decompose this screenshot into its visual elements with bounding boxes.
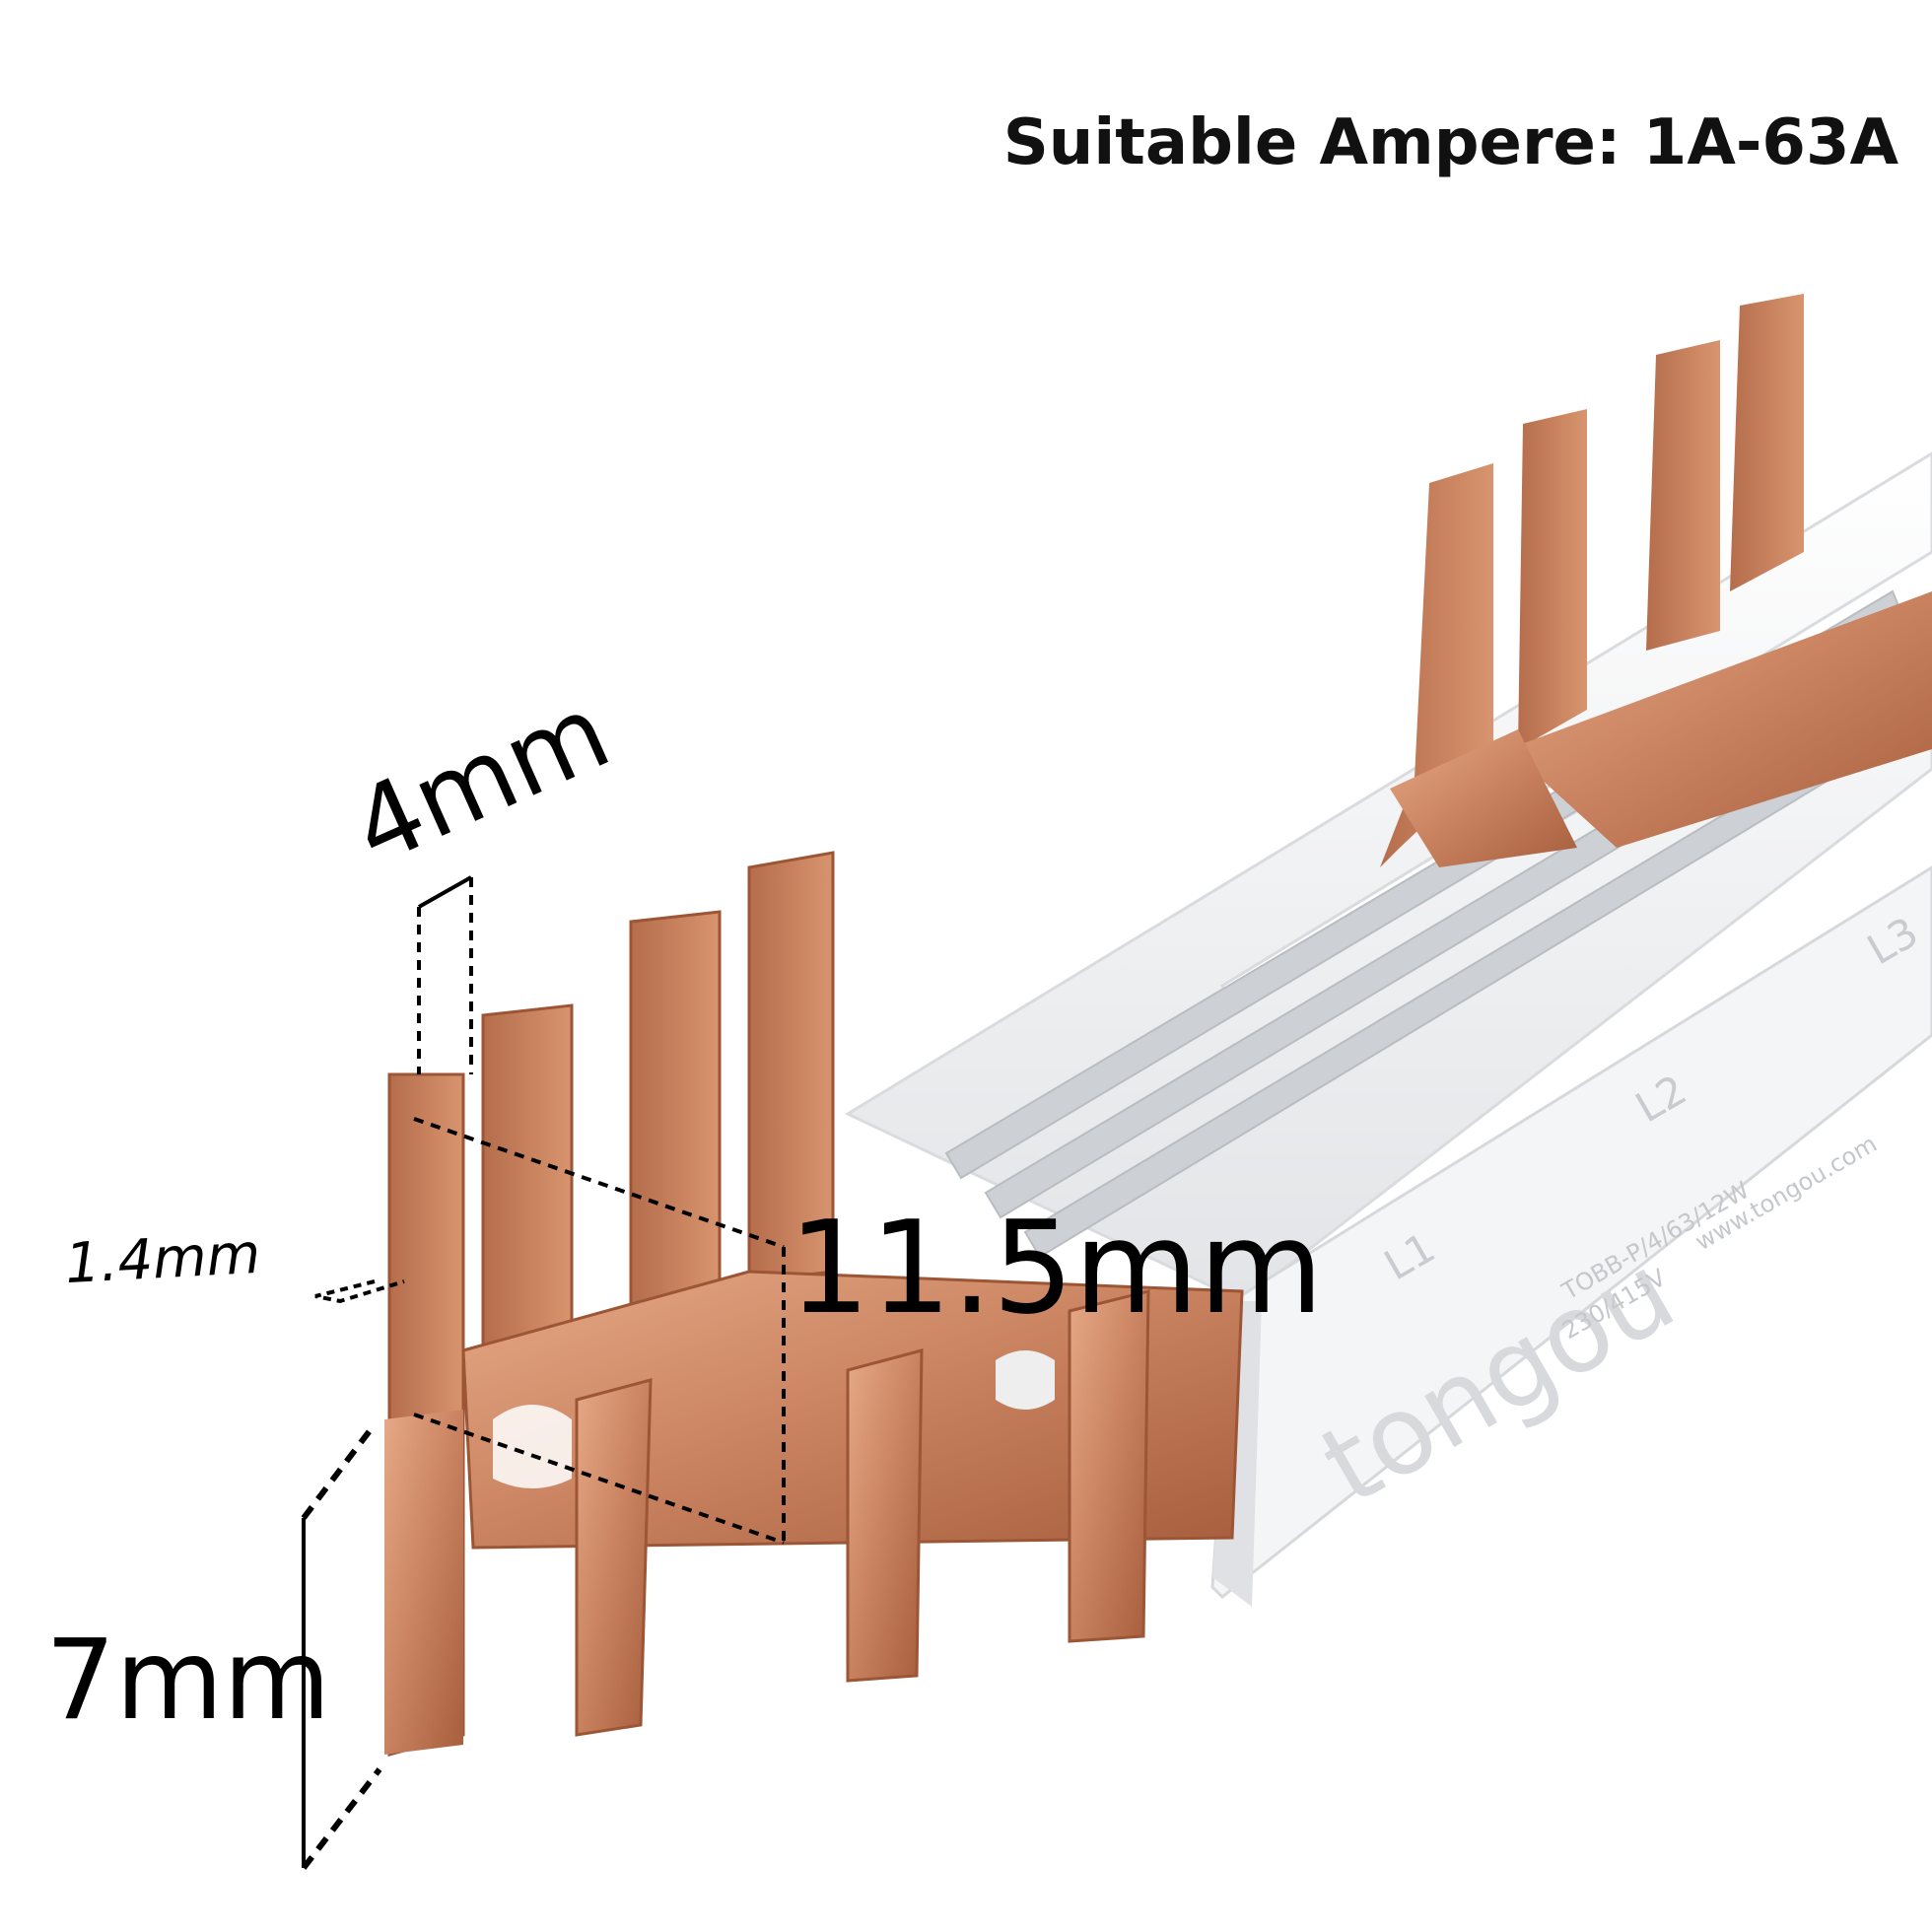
housing-top: [844, 451, 1932, 1303]
suitable-ampere-title: Suitable Ampere: 1A-63A: [1002, 106, 1898, 179]
dimension-thickness: 1.4mm: [63, 1221, 262, 1297]
dimension-pitch: 11.5mm: [789, 1193, 1324, 1343]
back-pins: [1380, 294, 1932, 867]
front-comb: [384, 851, 1244, 1757]
dimension-guides: [301, 875, 786, 1870]
dimension-height: 7mm: [45, 1617, 331, 1745]
